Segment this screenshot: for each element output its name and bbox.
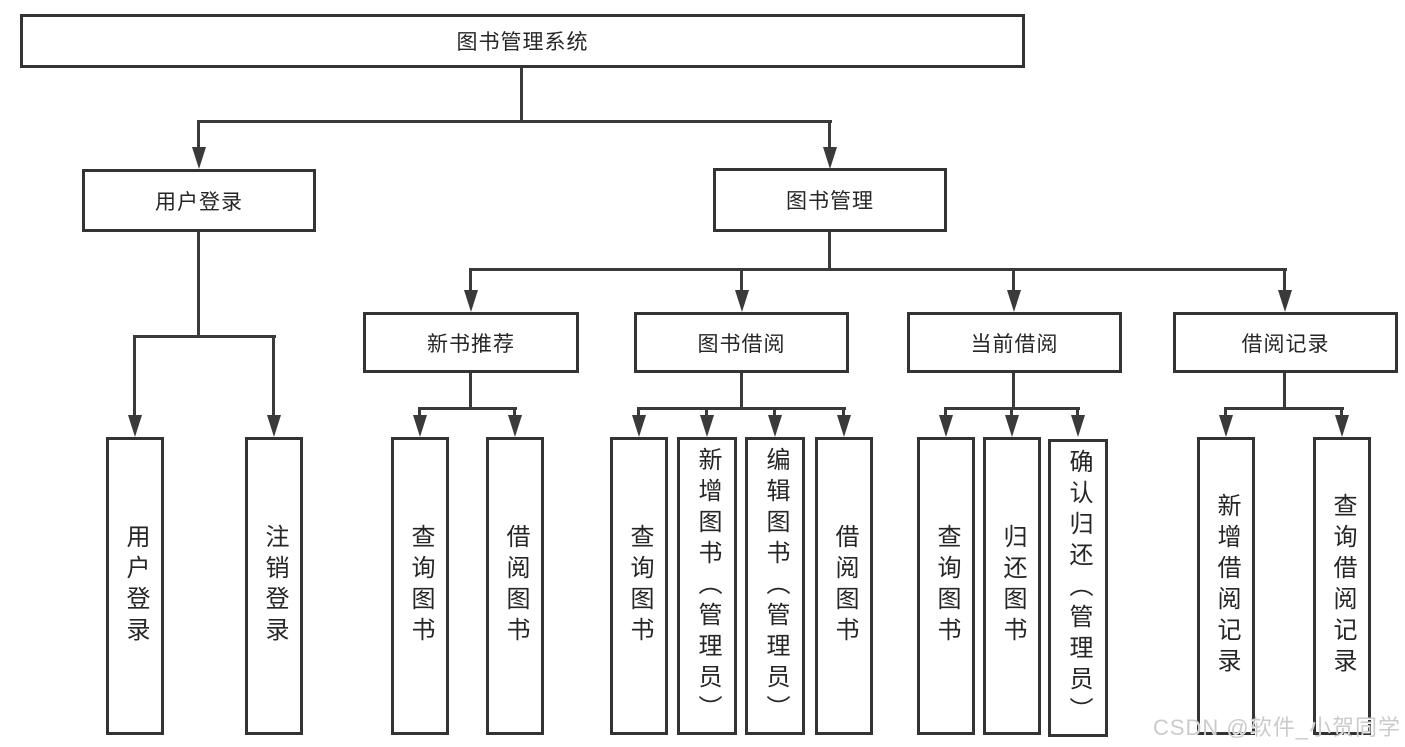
- arrow-newbook-2: [508, 415, 522, 437]
- node-leaf-newbook-query-label: 查询图书: [407, 524, 434, 648]
- node-book-management: 图书管理: [713, 168, 947, 232]
- node-user-login-label: 用户登录: [155, 190, 243, 214]
- connector-drop-new-book: [469, 268, 472, 296]
- node-leaf-borrow-book-label: 借阅图书: [831, 524, 858, 648]
- node-leaf-current-query: 查询图书: [917, 437, 975, 735]
- connector-current-stem: [1012, 373, 1015, 410]
- connector-l2-bar: [197, 120, 832, 123]
- arrow-leaf-logout: [267, 415, 281, 437]
- connector-drop-current-3: [1076, 407, 1079, 421]
- connector-borrow-bar: [637, 407, 846, 410]
- node-leaf-newbook-borrow-label: 借阅图书: [502, 524, 529, 648]
- arrow-borrow-2: [700, 415, 714, 437]
- arrow-leaf-login: [128, 415, 142, 437]
- node-leaf-records-add-label: 新增借阅记录: [1213, 493, 1240, 679]
- node-leaf-current-query-label: 查询图书: [933, 524, 960, 648]
- arrow-current-1: [939, 415, 953, 437]
- watermark-text: CSDN @软件_小贺同学: [1152, 715, 1401, 740]
- connector-drop-current-1: [944, 407, 947, 421]
- connector-records-stem: [1283, 373, 1286, 410]
- connector-newbook-bar: [418, 407, 517, 410]
- node-user-login: 用户登录: [82, 169, 316, 232]
- connector-drop-records-2: [1340, 407, 1343, 421]
- node-leaf-records-query: 查询借阅记录: [1313, 437, 1371, 735]
- arrow-borrow-4: [837, 415, 851, 437]
- arrow-records-1: [1219, 415, 1233, 437]
- arrow-borrow-records: [1278, 290, 1292, 312]
- arrow-current-borrow: [1007, 290, 1021, 312]
- connector-drop-newbook-1: [418, 407, 421, 421]
- arrow-current-3: [1071, 415, 1085, 437]
- connector-book-management-stem: [828, 232, 831, 271]
- connector-l3-bar: [469, 268, 1287, 271]
- node-new-book-recommend: 新书推荐: [363, 312, 579, 373]
- arrow-book-borrow: [735, 290, 749, 312]
- node-leaf-current-return: 归还图书: [983, 437, 1041, 735]
- arrow-current-2: [1005, 415, 1019, 437]
- node-borrow-records: 借阅记录: [1173, 312, 1398, 373]
- arrow-newbook-1: [413, 415, 427, 437]
- connector-drop-book-management: [828, 120, 831, 152]
- arrow-records-2: [1335, 415, 1349, 437]
- node-new-book-recommend-label: 新书推荐: [427, 332, 515, 356]
- connector-drop-records-1: [1224, 407, 1227, 421]
- node-leaf-user-login-label: 用户登录: [122, 524, 149, 648]
- connector-drop-book-borrow: [740, 268, 743, 296]
- node-leaf-borrow-edit-admin: 编辑图书（管理员）: [745, 437, 805, 735]
- node-leaf-borrow-add-admin-label: 新增图书（管理员）: [694, 446, 721, 726]
- node-leaf-borrow-add-admin: 新增图书（管理员）: [677, 437, 737, 735]
- node-book-management-label: 图书管理: [786, 190, 874, 213]
- node-leaf-records-query-label: 查询借阅记录: [1329, 493, 1356, 679]
- connector-drop-current-borrow: [1012, 268, 1015, 296]
- node-book-borrow-label: 图书借阅: [697, 332, 786, 356]
- connector-root-stem: [520, 68, 523, 123]
- connector-drop-leaf-login: [133, 335, 136, 420]
- connector-drop-leaf-logout: [272, 335, 275, 420]
- connector-records-bar: [1224, 407, 1344, 410]
- connector-user-login-bar: [133, 335, 276, 338]
- node-leaf-borrow-query: 查询图书: [610, 437, 668, 735]
- node-leaf-current-confirm-admin: 确认归还（管理员）: [1048, 439, 1108, 737]
- arrow-user-login: [192, 147, 206, 169]
- node-leaf-borrow-query-label: 查询图书: [626, 524, 653, 648]
- connector-user-login-stem: [197, 232, 200, 338]
- node-leaf-newbook-borrow: 借阅图书: [486, 437, 544, 735]
- arrow-book-management: [823, 147, 837, 169]
- connector-newbook-stem: [469, 373, 472, 410]
- node-leaf-user-login: 用户登录: [106, 437, 164, 735]
- connector-drop-current-2: [1010, 407, 1013, 421]
- node-borrow-records-label: 借阅记录: [1241, 332, 1330, 356]
- node-current-borrow: 当前借阅: [907, 312, 1122, 373]
- node-leaf-newbook-query: 查询图书: [391, 437, 449, 735]
- node-book-borrow: 图书借阅: [634, 312, 849, 373]
- connector-drop-borrow-records: [1283, 268, 1286, 296]
- node-leaf-current-confirm-admin-label: 确认归还（管理员）: [1065, 448, 1092, 728]
- connector-drop-user-login: [197, 120, 200, 152]
- node-leaf-records-add: 新增借阅记录: [1197, 437, 1255, 735]
- node-leaf-logout: 注销登录: [245, 437, 303, 735]
- node-system-root: 图书管理系统: [20, 14, 1025, 68]
- connector-drop-borrow-1: [637, 407, 640, 421]
- connector-drop-borrow-4: [842, 407, 845, 421]
- node-leaf-logout-label: 注销登录: [261, 524, 288, 648]
- node-leaf-borrow-book: 借阅图书: [815, 437, 873, 735]
- node-leaf-borrow-edit-admin-label: 编辑图书（管理员）: [762, 446, 789, 726]
- connector-drop-borrow-3: [773, 407, 776, 421]
- arrow-borrow-3: [768, 415, 782, 437]
- node-leaf-current-return-label: 归还图书: [999, 524, 1026, 648]
- connector-drop-newbook-2: [513, 407, 516, 421]
- connector-borrow-stem: [740, 373, 743, 410]
- connector-drop-borrow-2: [705, 407, 708, 421]
- arrow-borrow-1: [632, 415, 646, 437]
- node-system-root-label: 图书管理系统: [456, 31, 589, 54]
- node-current-borrow-label: 当前借阅: [970, 332, 1059, 356]
- arrow-new-book: [464, 290, 478, 312]
